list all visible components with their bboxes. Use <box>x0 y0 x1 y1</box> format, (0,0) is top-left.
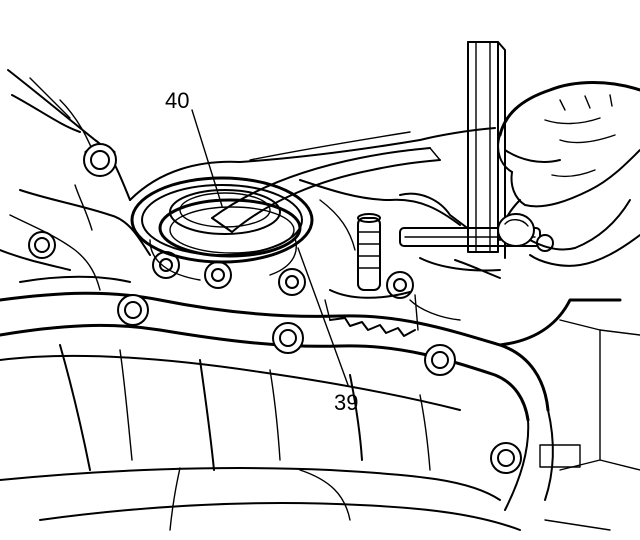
manual-shaft <box>324 213 419 337</box>
hex-bolt-icon <box>117 294 149 326</box>
hex-bolt-icon <box>386 271 414 299</box>
seal-puller-icon <box>211 147 441 233</box>
oil-pan-body <box>0 344 521 531</box>
vertical-column <box>467 41 506 259</box>
hex-bolt-icon <box>278 268 306 296</box>
pan-corner-bracket <box>498 298 640 531</box>
upper-housing-casting <box>0 69 496 291</box>
hex-bolt-icon <box>424 344 456 376</box>
callout-leaders <box>191 109 349 386</box>
oil-pan-flange <box>0 275 550 422</box>
hex-bolt-icon <box>83 143 117 177</box>
callout-label-40: 40 <box>165 88 189 113</box>
hex-bolt-icon <box>204 261 232 289</box>
hex-bolt-icon <box>490 442 522 474</box>
hex-bolt-icon <box>28 231 56 259</box>
hex-bolt-icon <box>272 322 304 354</box>
hand-icon <box>497 81 640 267</box>
callout-label-39: 39 <box>334 390 358 415</box>
oil-seal-part-39 <box>158 198 302 258</box>
linkage-assembly <box>299 179 554 321</box>
